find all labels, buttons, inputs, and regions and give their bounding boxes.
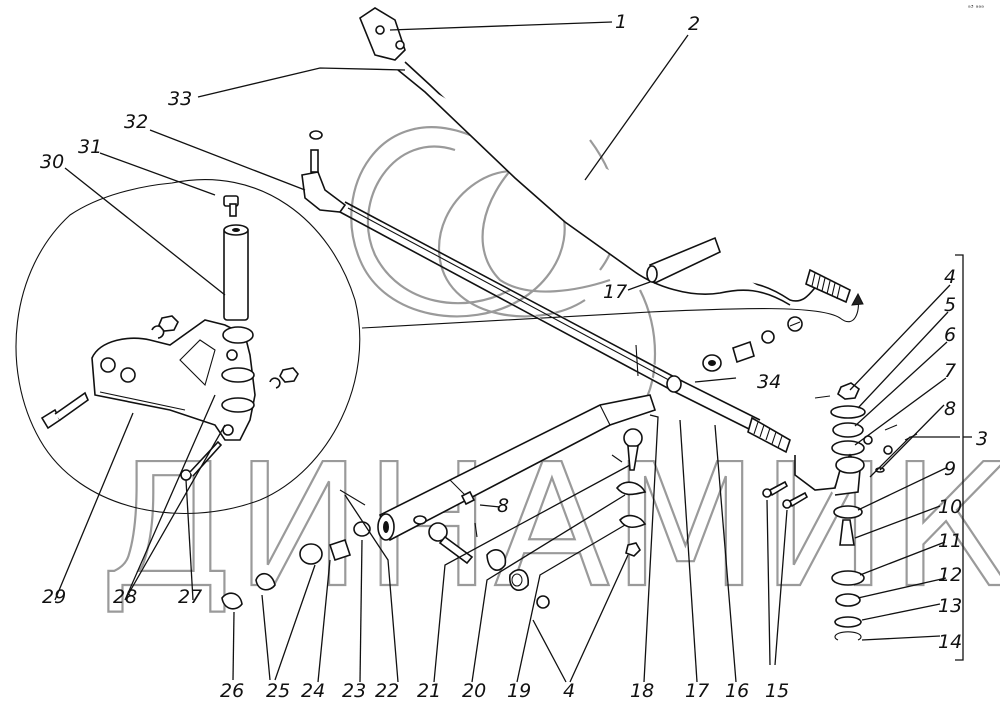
group-3-bracket [955,254,964,661]
screw-8-lower [460,490,476,506]
small-parts-22-26 [221,489,371,610]
drag-link-part [359,7,851,306]
bolt-long-part [40,391,89,430]
grease-fitting-part [223,195,239,217]
label-15: 15 [765,680,789,702]
part-labels: 1 2 3 4 5 6 7 8 8 9 10 11 12 13 14 15 16… [40,11,988,702]
label-18: 18 [630,680,654,702]
seal-7 [831,440,865,456]
label-20: 20 [462,680,486,702]
label-21: 21 [417,680,441,702]
leader-lines [54,21,960,683]
tie-rod-end-32 [301,130,347,213]
label-25: 25 [266,680,290,702]
nut-washer-left [151,315,179,339]
label-14: 14 [938,631,962,653]
label-10: 10 [938,496,962,518]
label-24: 24 [301,680,325,702]
label-16: 16 [725,680,749,702]
detail-pointer-line [361,299,859,329]
disc-11 [831,570,865,586]
label-9: 9 [944,458,956,480]
label-4-top: 4 [944,266,956,288]
ball-pin-21-part [428,522,478,565]
pin-10 [839,519,855,546]
label-6: 6 [944,324,956,346]
label-5: 5 [944,294,956,316]
label-17-upper: 17 [603,281,627,303]
castle-nut-4 [837,382,860,400]
clamp-part [666,375,682,393]
watermark-logo [350,126,657,411]
washer-5 [830,405,866,419]
label-26: 26 [220,680,244,702]
label-11: 11 [938,530,962,552]
label-27: 27 [178,586,202,608]
label-23: 23 [342,680,366,702]
tie-rod-part [301,130,791,454]
label-28: 28 [113,586,137,608]
spring-12 [835,593,861,607]
lower-link-part [377,394,657,542]
label-34: 34 [757,371,781,393]
label-32: 32 [124,111,148,133]
fittings-34-group [702,316,803,372]
detail-pointer-arrow-icon [851,292,864,306]
label-3: 3 [976,428,988,450]
label-8-left: 8 [497,495,509,517]
label-8-right: 8 [944,398,956,420]
label-30: 30 [40,151,64,173]
ball-pin-part [611,428,643,471]
corner-mark: ᵃ³ ᵃᵃᵃ [968,4,984,12]
label-19: 19 [507,680,531,702]
label-13: 13 [938,595,962,617]
tie-rod-thread [747,416,791,454]
nut-washer-right [269,367,299,389]
detail-circle [15,179,864,515]
label-17-lower: 17 [685,680,709,702]
handle-17-part [646,236,721,285]
bolts-15 [762,480,809,509]
label-2: 2 [688,13,700,35]
label-12: 12 [938,564,962,586]
cup-9 [833,505,863,519]
steering-arm-part [91,319,256,441]
label-1: 1 [615,11,627,33]
label-29: 29 [42,586,66,608]
seat-parts [486,481,647,609]
ring-6 [832,422,864,438]
snap-ring-14 [834,631,862,641]
label-22: 22 [375,680,399,702]
label-33: 33 [168,88,192,110]
threaded-end-part [805,268,851,304]
label-4-bottom: 4 [563,680,575,702]
label-31: 31 [78,136,102,158]
washer-13 [834,616,862,628]
pin-part [223,224,249,321]
label-7: 7 [944,360,956,382]
